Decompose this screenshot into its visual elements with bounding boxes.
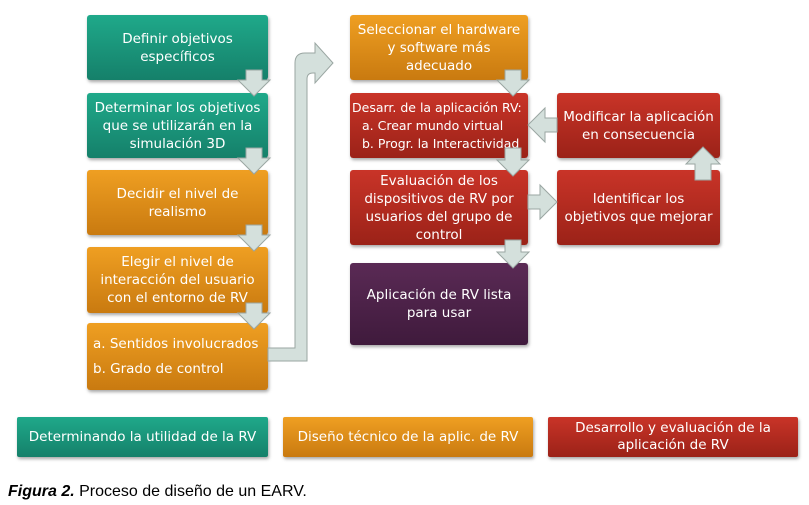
caption-label: Figura 2. bbox=[8, 483, 75, 500]
step-text: Elegir el nivel de interacción del usuar… bbox=[100, 254, 255, 306]
step-text: Seleccionar el hardware y software más a… bbox=[357, 21, 521, 74]
step-interaction: Elegir el nivel de interacción del usuar… bbox=[87, 247, 268, 313]
step-realism: Decidir el nivel de realismo bbox=[87, 170, 268, 235]
legend-red: Desarrollo y evaluación de la aplicación… bbox=[548, 417, 798, 457]
step-text: b. Grado de control bbox=[93, 360, 224, 377]
step-identify-objectives: Identificar los objetivos que mejorar bbox=[557, 170, 720, 245]
figure-caption: Figura 2. Proceso de diseño de un EARV. bbox=[8, 483, 307, 501]
step-text: Desarr. de la aplicación RV: bbox=[352, 99, 522, 115]
step-text: a. Crear mundo virtual bbox=[362, 117, 504, 133]
step-hardware: Seleccionar el hardware y software más a… bbox=[350, 15, 528, 80]
step-text: Evaluación de los dispositivos de RV por… bbox=[364, 172, 514, 243]
legend-orange: Diseño técnico de la aplic. de RV bbox=[283, 417, 533, 457]
step-text: Aplicación de RV lista para usar bbox=[366, 287, 512, 321]
bent-arrow bbox=[267, 41, 334, 362]
step-text: Definir objetivos específicos bbox=[122, 30, 233, 65]
step-define-objectives: Definir objetivos específicos bbox=[87, 15, 268, 80]
step-text: b. Progr. la Interactividad bbox=[362, 135, 520, 151]
legend-teal: Determinando la utilidad de la RV bbox=[17, 417, 268, 457]
step-text: Determinar los objetivos que se utilizar… bbox=[94, 99, 261, 152]
caption-text: Proceso de diseño de un EARV. bbox=[74, 483, 307, 500]
step-text: Modificar la aplicación en consecuencia bbox=[563, 108, 714, 143]
legend-text: Determinando la utilidad de la RV bbox=[28, 428, 257, 445]
legend-text: Desarrollo y evaluación de la aplicación… bbox=[575, 420, 771, 453]
left-arrow bbox=[527, 106, 558, 144]
step-determine-objectives: Determinar los objetivos que se utilizar… bbox=[87, 93, 268, 158]
step-develop-app: Desarr. de la aplicación RV: a. Crear mun… bbox=[350, 93, 528, 158]
step-text: a. Sentidos involucrados bbox=[93, 335, 259, 352]
step-modify-app: Modificar la aplicación en consecuencia bbox=[557, 93, 720, 158]
step-app-ready: Aplicación de RV lista para usar bbox=[350, 263, 528, 345]
legend-text: Diseño técnico de la aplic. de RV bbox=[297, 428, 519, 445]
right-arrow bbox=[527, 183, 558, 221]
step-senses-control: a. Sentidos involucrados b. Grado de cont… bbox=[87, 323, 268, 390]
step-text: Decidir el nivel de realismo bbox=[116, 185, 239, 220]
step-evaluation: Evaluación de los dispositivos de RV por… bbox=[350, 170, 528, 245]
step-text: Identificar los objetivos que mejorar bbox=[564, 190, 713, 225]
